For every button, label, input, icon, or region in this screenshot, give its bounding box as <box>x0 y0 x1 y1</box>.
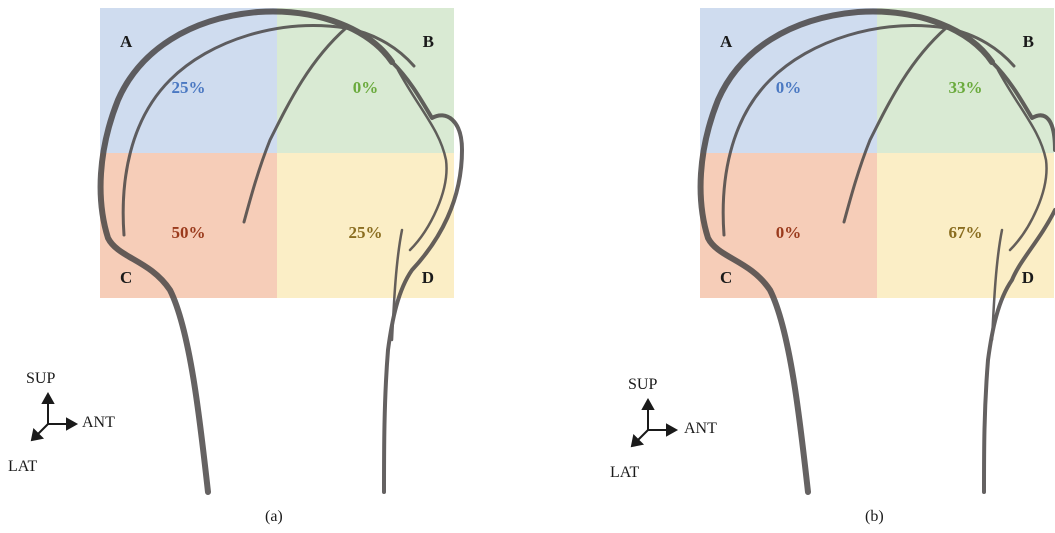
quadrant-a-letter: A <box>720 32 733 51</box>
axis-lat-label: LAT <box>610 464 640 481</box>
quadrant-d-letter: D <box>1021 268 1034 287</box>
quadrant-c-letter: C <box>120 268 133 287</box>
orientation-axes <box>30 391 79 442</box>
axis-sup-label: SUP <box>26 370 56 387</box>
quadrant-a: A 0% <box>700 8 877 153</box>
panel-a: A 25% B 0% C 50% D 25% <box>8 8 464 525</box>
quadrant-a-letter: A <box>120 32 133 51</box>
quadrant-d-letter: D <box>421 268 434 287</box>
quadrant-a-percent: 25% <box>171 78 206 97</box>
axis-ant-label: ANT <box>684 420 717 437</box>
axis-lat-label: LAT <box>8 458 38 475</box>
quadrant-a-percent: 0% <box>775 78 802 97</box>
axis-sup-label: SUP <box>628 376 658 393</box>
quadrant-d: D 67% <box>877 153 1054 298</box>
quadrant-d-percent: 25% <box>348 223 383 242</box>
quadrant-c: C 0% <box>700 153 877 298</box>
quadrant-b: B 33% <box>877 8 1054 153</box>
panel-b: A 0% B 33% C 0% D 67% <box>600 0 1055 533</box>
quadrant-d-percent: 67% <box>948 223 983 242</box>
panel-b-caption: (b) <box>865 508 884 525</box>
quadrant-d: D 25% <box>277 153 454 298</box>
quadrant-c: C 50% <box>100 153 277 298</box>
axis-ant-label: ANT <box>82 414 115 431</box>
quadrant-c-percent: 0% <box>775 223 802 242</box>
quadrant-b-letter: B <box>1022 32 1034 51</box>
quadrant-b-letter: B <box>422 32 434 51</box>
orientation-axes <box>630 397 679 448</box>
panel-a-caption: (a) <box>265 508 283 525</box>
quadrant-b-percent: 0% <box>352 78 379 97</box>
quadrant-b-percent: 33% <box>948 78 983 97</box>
quadrant-c-letter: C <box>720 268 733 287</box>
quadrant-b: B 0% <box>277 8 454 153</box>
quadrant-c-percent: 50% <box>171 223 206 242</box>
quadrant-a: A 25% <box>100 8 277 153</box>
